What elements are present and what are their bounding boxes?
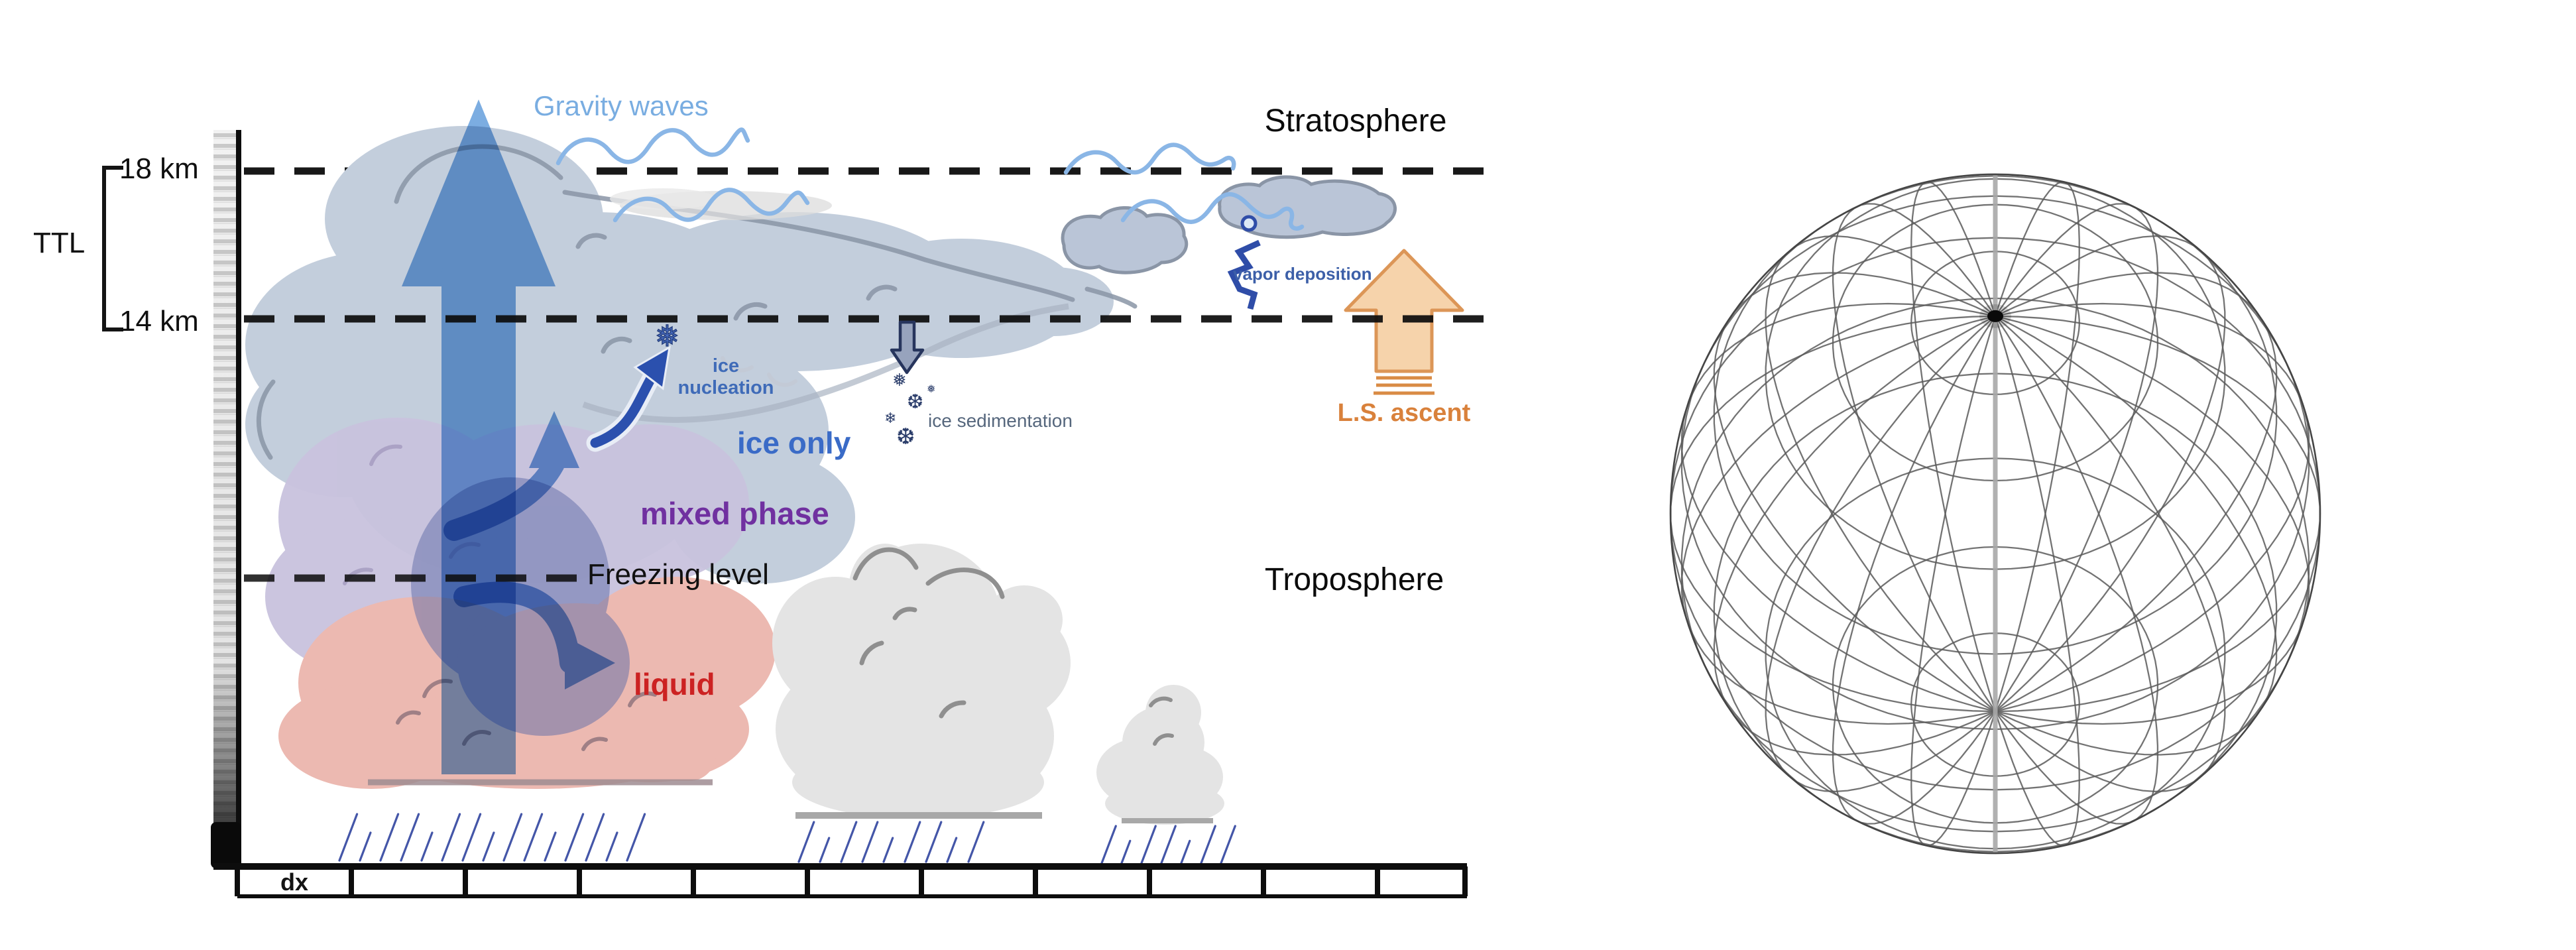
altitude-18km-label: 18 km <box>119 152 199 185</box>
freezing-level-label: Freezing level <box>587 558 769 591</box>
ice-sedimentation-label: ice sedimentation <box>928 410 1073 431</box>
detrainment-arrows <box>443 411 615 689</box>
altitude-scale-bar <box>211 130 241 868</box>
vapor-deposition-label: vapor deposition <box>1233 264 1372 284</box>
mixed-phase-label: mixed phase <box>640 496 829 531</box>
altitude-14km-label: 14 km <box>119 305 199 337</box>
grid-axis-ruler <box>213 863 1468 898</box>
rain-hatching <box>338 813 1236 864</box>
gravity-waves-label: Gravity waves <box>534 90 709 121</box>
wireframe-globe <box>1669 173 2321 855</box>
ttl-bracket <box>102 166 123 331</box>
ice-nucleation-line2: nucleation <box>677 377 774 398</box>
snowflake-icon: ❅ <box>892 370 907 390</box>
cumulus-congestus-cloud <box>772 544 1071 819</box>
troposphere-label: Troposphere <box>1264 562 1444 597</box>
ls-ascent-arrow <box>1344 249 1464 395</box>
ice-crystal-icon: ❅ <box>654 320 679 353</box>
vapor-deposition-marker <box>1227 215 1261 310</box>
snowflake-icon: ❆ <box>907 391 924 413</box>
stratosphere-label: Stratosphere <box>1264 103 1447 139</box>
ice-nucleation-label: ice nucleation <box>663 355 789 399</box>
snowflake-icon: ❄ <box>884 410 897 426</box>
shallow-cumulus-cloud <box>1096 685 1224 825</box>
ice-sedimentation-arrow <box>890 320 925 375</box>
updraft-arrow <box>402 99 556 774</box>
ttl-label: TTL <box>33 227 86 259</box>
ls-ascent-label: L.S. ascent <box>1337 399 1471 427</box>
liquid-label: liquid <box>634 667 715 701</box>
snowflake-icon: ❆ <box>896 424 915 449</box>
ice-only-label: ice only <box>737 426 851 460</box>
dx-label: dx <box>280 868 308 896</box>
ice-nucleation-line1: ice <box>712 355 740 377</box>
gravity-wave-squiggles <box>556 127 1305 231</box>
snowflake-icon: ❅ <box>927 384 936 395</box>
ice-nucleation-arrow <box>586 345 671 452</box>
